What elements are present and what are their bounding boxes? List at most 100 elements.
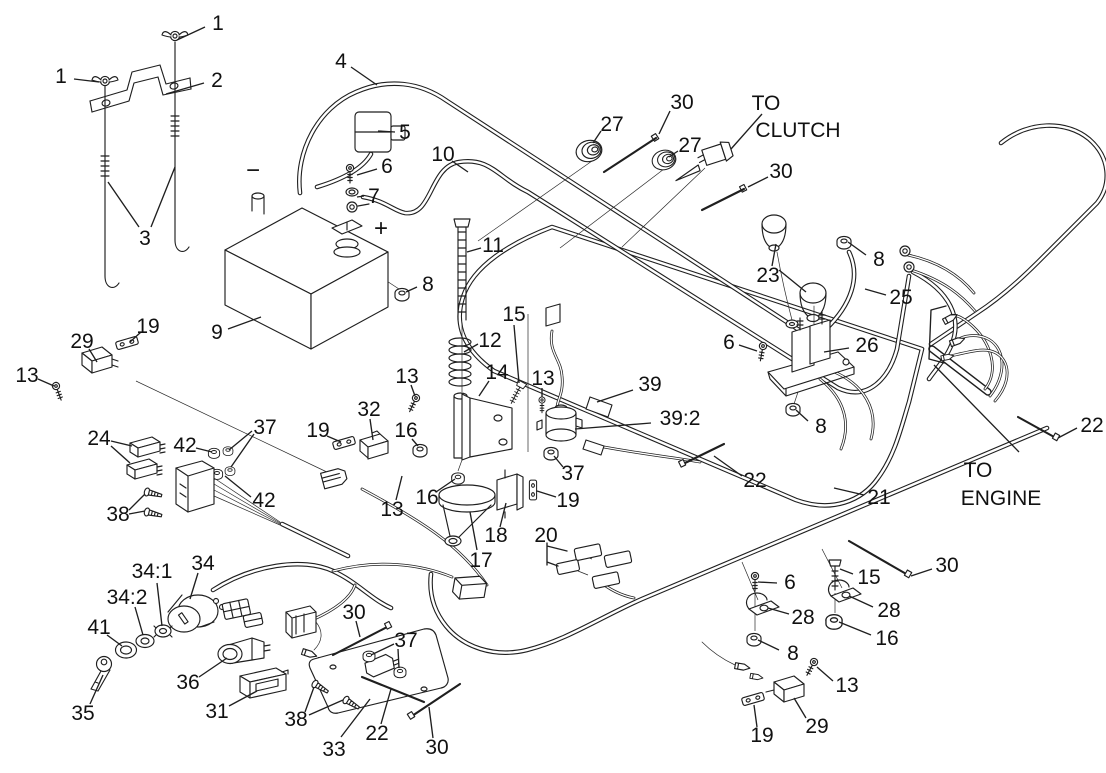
cable-tie xyxy=(331,620,462,720)
callout: 7 xyxy=(368,185,380,208)
micro-switch xyxy=(765,675,805,703)
callout: 35 xyxy=(71,702,94,725)
callout: 38 xyxy=(106,503,129,526)
callout: 15 xyxy=(502,303,525,326)
battery-negative-post xyxy=(251,192,265,215)
cone-washer-stack xyxy=(438,472,496,547)
callout: 30 xyxy=(670,91,693,114)
hold-down-bracket xyxy=(89,64,192,113)
flange-nut xyxy=(785,402,801,417)
callout: 19 xyxy=(556,489,579,512)
screw xyxy=(538,396,546,414)
callout: 30 xyxy=(935,554,958,577)
screw xyxy=(142,506,164,521)
callout: 6 xyxy=(723,331,735,354)
hour-meter xyxy=(239,667,289,699)
cable-clamp xyxy=(828,579,862,603)
connector xyxy=(221,598,251,620)
keps-nut xyxy=(224,466,236,477)
callout: 8 xyxy=(787,642,799,665)
callout: 6 xyxy=(784,571,796,594)
cable-tie xyxy=(847,539,913,579)
callout: 22 xyxy=(365,722,388,745)
callout: 30 xyxy=(769,160,792,183)
relay xyxy=(129,436,166,458)
callout: 28 xyxy=(791,606,814,629)
to-clutch-label-line1: TO xyxy=(752,92,781,115)
callout: 34:1 xyxy=(132,560,173,583)
callout: 9 xyxy=(211,321,223,344)
cable-clamp xyxy=(746,592,780,616)
keps-nut xyxy=(412,443,428,458)
bolt xyxy=(506,379,528,407)
callout: 42 xyxy=(252,489,275,512)
cable-tie xyxy=(602,132,748,212)
callout: 19 xyxy=(750,724,773,747)
clip xyxy=(740,691,766,707)
grommet xyxy=(649,147,679,173)
callout: 23 xyxy=(756,264,779,287)
callout: 16 xyxy=(875,627,898,650)
callout: 8 xyxy=(815,415,827,438)
j-bolt xyxy=(100,41,190,289)
callout: 41 xyxy=(87,616,110,639)
screw xyxy=(750,571,760,592)
callout: 6 xyxy=(381,155,393,178)
terminal-boot xyxy=(354,111,406,153)
callout: 16 xyxy=(394,419,417,442)
clip xyxy=(331,435,357,451)
module-plate xyxy=(308,628,449,714)
fuse-holder xyxy=(546,542,633,589)
callout: 17 xyxy=(469,549,492,572)
ignition-switch xyxy=(167,594,226,633)
callout: 14 xyxy=(485,361,509,384)
screw xyxy=(756,341,768,362)
callout: 13 xyxy=(531,367,554,390)
key xyxy=(90,655,113,692)
callout: 25 xyxy=(889,286,912,309)
callout: 10 xyxy=(431,143,454,166)
battery-positive-terminal xyxy=(331,219,363,258)
cap xyxy=(114,641,138,659)
callout: 11 xyxy=(482,234,504,257)
callout: 27 xyxy=(678,134,701,157)
nut xyxy=(135,633,155,649)
callout: 19 xyxy=(136,315,159,338)
jumper-wire xyxy=(360,675,426,704)
to-engine-label-line1: TO xyxy=(964,459,993,482)
callout: 38 xyxy=(284,708,307,731)
bolt xyxy=(828,559,842,591)
callout: 19 xyxy=(306,419,329,442)
wire-plug xyxy=(320,468,348,490)
screw xyxy=(803,656,820,678)
callout: 27 xyxy=(600,113,623,136)
micro-switch xyxy=(81,346,119,374)
sensor-connector xyxy=(585,396,613,418)
callout: 39:2 xyxy=(660,407,701,430)
battery-negative-sign: − xyxy=(246,157,260,184)
micro-switch xyxy=(359,430,389,460)
ring-terminal xyxy=(899,245,915,273)
washer xyxy=(345,187,359,197)
screw xyxy=(50,380,66,402)
callout: 13 xyxy=(380,498,403,521)
to-engine-label-line2: ENGINE xyxy=(961,487,1042,510)
callout: 5 xyxy=(399,121,411,144)
screw xyxy=(405,392,422,414)
callout: 22 xyxy=(743,469,766,492)
callout: 8 xyxy=(422,273,434,296)
callout: 28 xyxy=(877,599,900,622)
leader-lines xyxy=(37,26,1078,739)
callouts: 1 1 2 3 4 5 6 7 8 9 10 11 12 13 29 19 24… xyxy=(15,12,1103,761)
callout: 20 xyxy=(534,524,557,547)
flange-nut xyxy=(394,287,410,302)
callout: 34 xyxy=(191,552,215,575)
seat-sensor xyxy=(536,303,613,456)
mount-bracket xyxy=(461,393,513,461)
engine-lead-terminals xyxy=(928,305,967,364)
callout: 24 xyxy=(87,427,111,450)
connector xyxy=(451,575,488,600)
callout: 37 xyxy=(253,416,276,439)
callout: 34:2 xyxy=(107,586,148,609)
